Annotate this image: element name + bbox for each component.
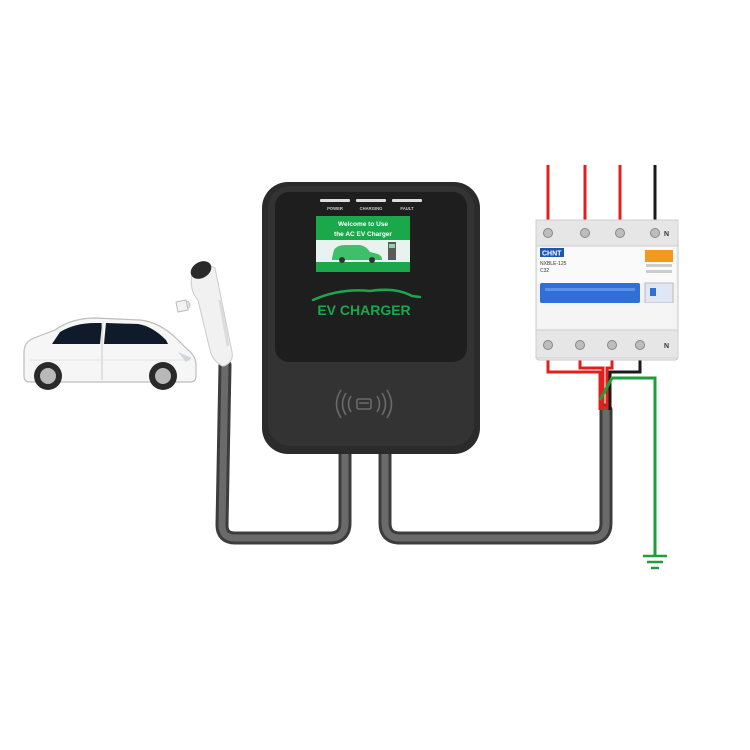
neutral-mark-top: N: [664, 231, 669, 238]
indicator-power: POWER: [327, 206, 343, 211]
display-screen: Welcome to Use the AC EV Charger: [316, 216, 410, 272]
brand-swoosh: [311, 288, 422, 302]
brand-text: EV CHARGER: [317, 302, 410, 318]
screen-welcome-line1: Welcome to Use: [338, 221, 388, 228]
breaker-rating: C32: [540, 268, 549, 274]
breaker-handle: [540, 283, 640, 303]
charging-connector: [175, 261, 233, 367]
charging-cable: [215, 358, 352, 545]
screen-car-icon: [332, 242, 396, 263]
screen-welcome-line2: the AC EV Charger: [334, 231, 392, 238]
ground-symbol-icon: [643, 554, 667, 570]
electric-car: [23, 317, 197, 390]
top-terminals: [543, 228, 660, 238]
input-wires: [546, 165, 657, 222]
breaker-model: NXBLE-125: [540, 261, 567, 267]
output-wires: [546, 357, 657, 555]
bottom-terminals: [543, 340, 645, 350]
circuit-breaker: N CHNT NXBLE-125 C32 N: [535, 219, 679, 361]
rfid-card-reader-icon: [335, 389, 393, 419]
supply-cable: [378, 403, 613, 545]
ev-charger-unit: POWER CHARGING FAULT Welcome to Use the …: [262, 182, 480, 454]
breaker-brand: CHNT: [542, 251, 562, 258]
indicator-charging: CHARGING: [360, 206, 383, 211]
neutral-mark-bottom: N: [664, 343, 669, 350]
indicator-fault: FAULT: [400, 206, 414, 211]
indicator-lights: POWER CHARGING FAULT: [320, 199, 422, 211]
